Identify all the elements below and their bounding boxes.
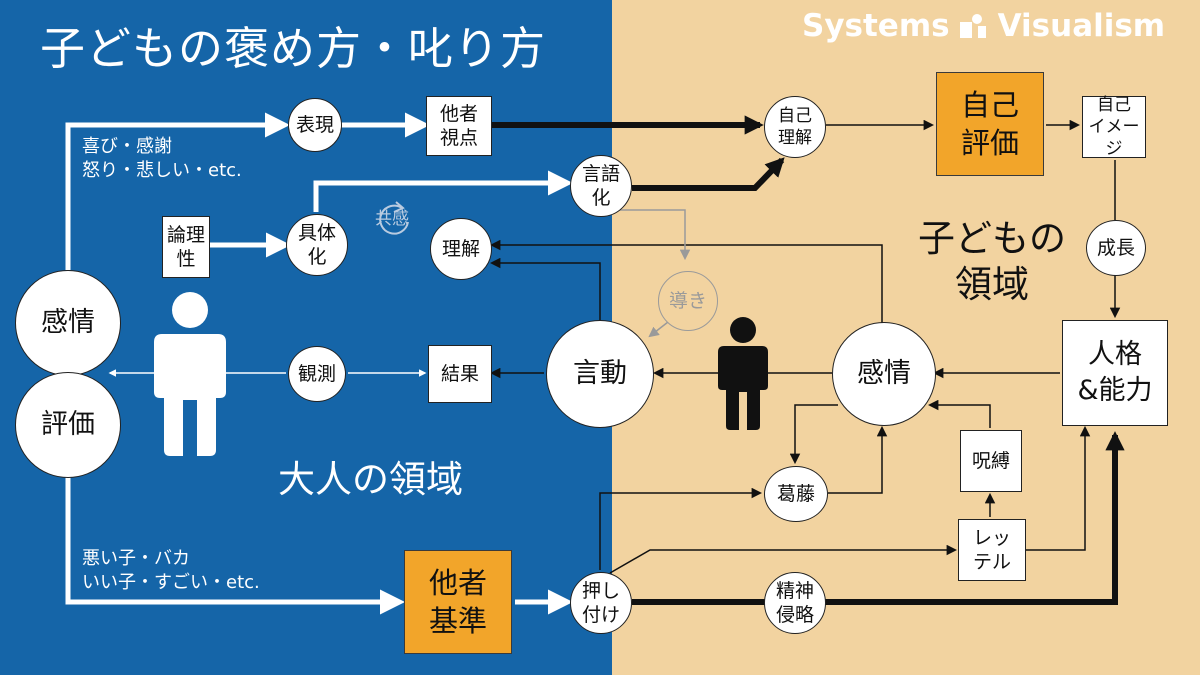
page-title: 子どもの褒め方・叱り方 xyxy=(40,22,547,75)
self-image-node: 自己 イメージ xyxy=(1082,95,1146,159)
adult-region-label: 大人の領域 xyxy=(278,458,463,501)
child-person-icon xyxy=(718,317,768,430)
result-node: 結果 xyxy=(428,345,492,403)
emotion-node-child: 感情 xyxy=(832,322,936,426)
adult-person-icon xyxy=(154,292,226,456)
brand-name-left: Systems xyxy=(802,8,950,44)
logic-node: 論理 性 xyxy=(162,216,210,278)
brand-logo: Systems Visualism xyxy=(802,6,1165,46)
label-examples-note: 悪い子・バカ いい子・すごい・etc. xyxy=(82,548,260,593)
emotion-examples-note: 喜び・感謝 怒り・悲しい・etc. xyxy=(82,136,242,181)
curse-node: 呪縛 xyxy=(960,430,1022,492)
understanding-node: 理解 xyxy=(430,218,492,280)
others-perspective-node: 他者 視点 xyxy=(426,96,492,156)
expression-node: 表現 xyxy=(288,98,342,152)
empathy-label: 共感 xyxy=(375,208,409,229)
systems-visualism-logo-icon xyxy=(959,12,988,40)
labeling-node: レッ テル xyxy=(958,519,1026,581)
emotion-node-adult: 感情 xyxy=(15,270,121,376)
external-standard-node: 他者 基準 xyxy=(404,550,512,654)
growth-node: 成長 xyxy=(1086,220,1146,276)
personality-ability-node: 人格 &能力 xyxy=(1062,320,1168,426)
child-region-label: 子どもの 領域 xyxy=(918,217,1066,306)
concretization-node: 具体 化 xyxy=(286,214,348,276)
self-understanding-node: 自己 理解 xyxy=(764,96,826,158)
observation-node: 観測 xyxy=(288,346,346,402)
self-evaluation-node: 自己 評価 xyxy=(936,72,1044,176)
brand-name-right: Visualism xyxy=(997,8,1166,44)
behavior-node: 言動 xyxy=(546,320,654,428)
verbalization-node: 言語 化 xyxy=(570,155,632,217)
mental-invasion-node: 精神 侵略 xyxy=(764,572,826,634)
cycle-arrow-icon xyxy=(379,201,409,235)
imposition-node: 押し 付け xyxy=(570,572,632,634)
guidance-node: 導き xyxy=(658,271,718,331)
evaluation-node-adult: 評価 xyxy=(15,372,121,478)
conflict-node: 葛藤 xyxy=(764,466,828,522)
